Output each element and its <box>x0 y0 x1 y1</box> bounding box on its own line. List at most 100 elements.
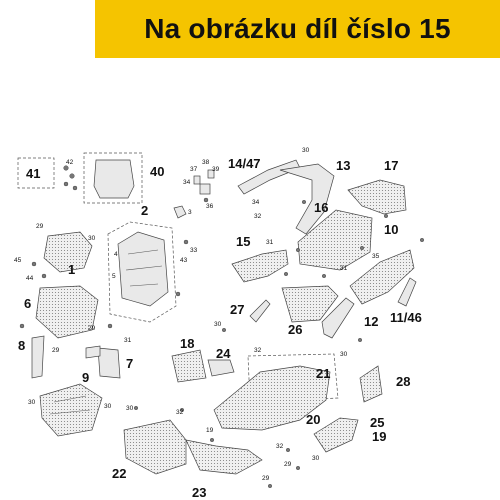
label-32d: 32 <box>276 443 284 450</box>
label-19b: 19 <box>206 427 214 434</box>
part-10-rear-side-cover <box>349 249 415 305</box>
label-9: 9 <box>82 370 89 385</box>
label-28: 28 <box>396 374 410 389</box>
part-20-floor-board <box>213 365 331 431</box>
label-37: 37 <box>190 166 198 173</box>
label-10: 10 <box>384 222 398 237</box>
label-44: 44 <box>26 275 34 282</box>
label-1: 1 <box>68 262 75 277</box>
label-16: 16 <box>314 200 328 215</box>
label-26: 26 <box>288 322 302 337</box>
part-40-box <box>83 152 143 204</box>
label-5: 5 <box>112 273 116 280</box>
label-8: 8 <box>18 338 25 353</box>
part-12-side-strip <box>321 297 355 339</box>
label-30e: 30 <box>28 399 36 406</box>
part-15-side-panel <box>231 249 289 283</box>
label-29e: 29 <box>262 475 270 482</box>
label-31c: 31 <box>124 337 132 344</box>
part-41-box <box>17 157 55 189</box>
part-27-bracket <box>249 299 271 323</box>
part-7-cover <box>97 347 121 379</box>
fastener-labels: 42 37 38 39 34 36 3 29 30 45 44 4 5 33 4… <box>14 147 380 482</box>
label-27: 27 <box>230 302 244 317</box>
label-21: 21 <box>316 366 330 381</box>
label-30a: 30 <box>88 235 96 242</box>
part-17-rear-section <box>347 179 407 215</box>
part-11-46-strip <box>397 277 417 307</box>
label-6: 6 <box>24 296 31 311</box>
label-29a: 29 <box>36 223 44 230</box>
part-23-lower-skirt <box>185 439 263 475</box>
label-29c: 29 <box>52 347 60 354</box>
label-30d: 30 <box>340 351 348 358</box>
label-13: 13 <box>336 158 350 173</box>
label-32b: 32 <box>254 347 262 354</box>
label-36: 36 <box>206 203 214 210</box>
label-43: 43 <box>180 257 188 264</box>
label-32c: 32 <box>176 409 184 416</box>
label-41: 41 <box>26 166 40 181</box>
label-30h: 30 <box>104 403 112 410</box>
label-22: 22 <box>112 466 126 481</box>
part-26-lower-cover <box>281 285 339 323</box>
label-40: 40 <box>150 164 164 179</box>
clips-37-39 <box>193 169 215 203</box>
label-24: 24 <box>216 346 231 361</box>
part-44-clip <box>85 345 101 359</box>
label-17: 17 <box>384 158 398 173</box>
label-30c: 30 <box>214 321 222 328</box>
label-19: 19 <box>372 429 386 444</box>
label-4: 4 <box>114 251 118 258</box>
banner-title: Na obrázku díl číslo 15 <box>144 13 451 44</box>
label-7: 7 <box>126 356 133 371</box>
fastener-screws <box>133 199 425 489</box>
label-25: 25 <box>370 415 384 430</box>
part-2-headlight-housing <box>117 231 169 307</box>
label-14-47: 14/47 <box>228 156 261 171</box>
label-15: 15 <box>236 234 250 249</box>
label-2: 2 <box>141 203 148 218</box>
label-38: 38 <box>202 159 210 166</box>
label-12: 12 <box>364 314 378 329</box>
label-29d: 29 <box>284 461 292 468</box>
label-30b: 30 <box>302 147 310 154</box>
title-banner: Na obrázku díl číslo 15 <box>95 0 500 58</box>
part-21-box <box>247 353 339 403</box>
part-6-front-fairing <box>35 285 99 339</box>
part-28-cover <box>359 365 383 403</box>
label-31b: 31 <box>340 265 348 272</box>
label-34a: 34 <box>183 179 191 186</box>
part-18-panel <box>171 349 207 383</box>
part-2-box <box>107 221 177 323</box>
label-42: 42 <box>66 159 74 166</box>
part-25-lower-trim <box>313 417 359 453</box>
label-34b: 34 <box>252 199 260 206</box>
label-39: 39 <box>212 166 220 173</box>
label-20: 20 <box>306 412 320 427</box>
hardware-group-42 <box>63 165 78 191</box>
part-8-side-trim <box>31 335 45 379</box>
label-30g: 30 <box>312 455 320 462</box>
part-16-under-seat-body <box>297 209 373 271</box>
label-35: 35 <box>372 253 380 260</box>
label-11-46: 11/46 <box>390 310 422 325</box>
label-45: 45 <box>14 257 22 264</box>
label-18: 18 <box>180 336 194 351</box>
label-3: 3 <box>188 209 192 216</box>
label-31a: 31 <box>266 239 274 246</box>
label-30f: 30 <box>126 405 134 412</box>
label-32a: 32 <box>254 213 262 220</box>
part-3-bracket <box>173 205 187 219</box>
label-29b: 29 <box>88 325 96 332</box>
part-24-trim <box>207 359 235 377</box>
label-23: 23 <box>192 485 206 500</box>
part-40-windscreen <box>93 159 135 199</box>
part-1-front-panel <box>43 231 93 273</box>
part-13-upper-cowl <box>279 163 335 235</box>
part-22-lower-skirt <box>123 419 187 475</box>
label-33: 33 <box>190 247 198 254</box>
part-number-labels: 41 40 2 1 6 8 7 9 14/47 13 17 16 10 15 1… <box>18 156 422 500</box>
part-9-mudguard <box>39 383 103 437</box>
